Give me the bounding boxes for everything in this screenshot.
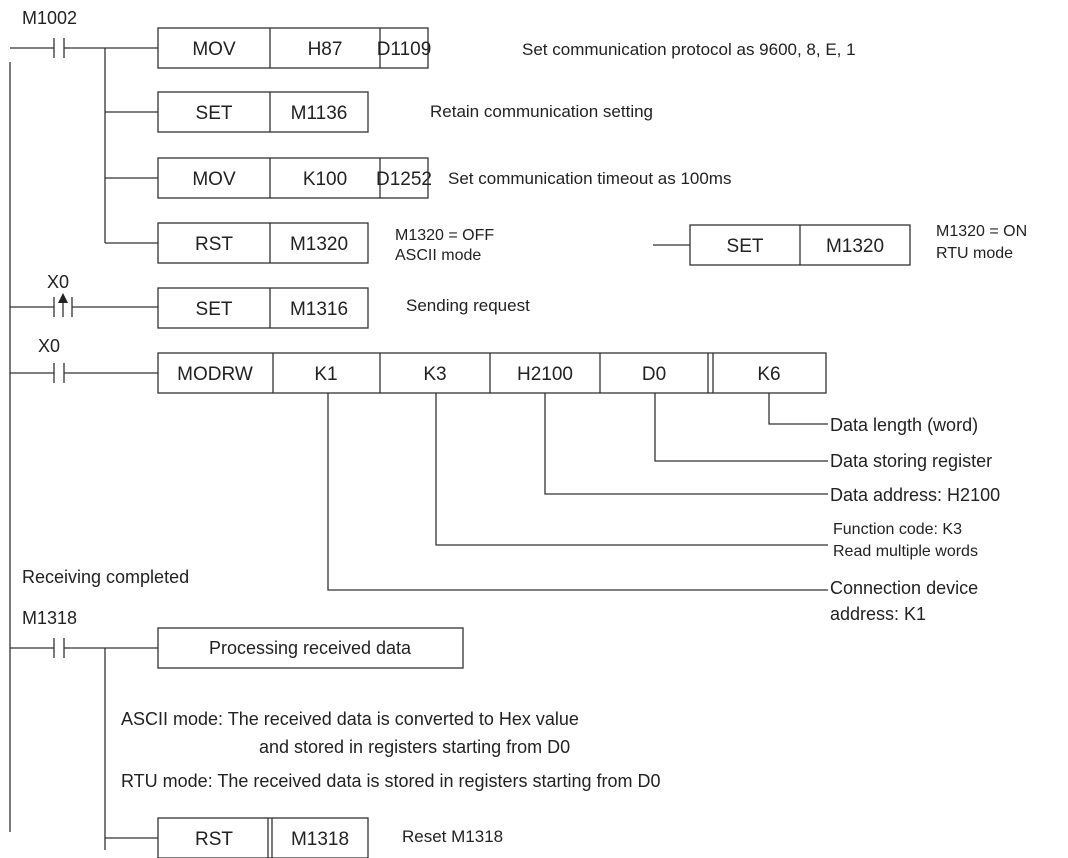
operand-m1318: M1318: [291, 829, 349, 850]
leader-k3: [435, 393, 828, 546]
contact-label-x0-pulse: X0: [47, 272, 69, 292]
operand-m1316: M1316: [290, 299, 348, 320]
op-rst: RST: [195, 829, 233, 850]
desc-data-address: Data address: H2100: [830, 485, 1000, 505]
instruction-set-m1316: SET M1316: [157, 287, 369, 329]
operand-k6: K6: [757, 364, 780, 385]
instruction-mov-k100: MOV K100 D1252: [157, 157, 432, 199]
operand-k100: K100: [303, 169, 347, 190]
processing-received-data-box: Processing received data: [157, 627, 464, 669]
leader-h2100: [544, 393, 828, 495]
rung-m1318: Receiving completed M1318 Processing rec…: [10, 567, 661, 858]
note-protocol: Set communication protocol as 9600, 8, E…: [522, 40, 856, 59]
contact-label-m1002: M1002: [22, 8, 77, 28]
contact-label-x0: X0: [38, 336, 60, 356]
note-rtu-mode-full: RTU mode: The received data is stored in…: [121, 771, 661, 791]
rising-edge-arrow-icon: [58, 293, 68, 303]
note-retain: Retain communication setting: [430, 102, 653, 121]
operand-m1136: M1136: [291, 103, 348, 124]
leader-k6: [768, 393, 828, 425]
operand-k3: K3: [423, 364, 446, 385]
instruction-mov-h87: MOV H87 D1109: [157, 27, 432, 69]
operand-h87: H87: [308, 39, 343, 60]
operand-d1109: D1109: [377, 39, 432, 60]
note-m1320-off: M1320 = OFF: [395, 227, 494, 244]
op-rst: RST: [195, 234, 233, 255]
rung-m1002: M1002 MOV H87 D1109 Set communication pr…: [10, 8, 1027, 266]
note-reset-m1318: Reset M1318: [402, 827, 503, 846]
op-set: SET: [196, 103, 233, 124]
desc-data-length: Data length (word): [830, 415, 978, 435]
desc-read-multiple-words: Read multiple words: [833, 543, 978, 560]
operand-d0: D0: [642, 364, 666, 385]
instruction-modrw: MODRW K1 K3 H2100 D0 K6: [157, 352, 827, 394]
instruction-set-m1320: SET M1320: [689, 224, 911, 266]
desc-connection-device: Connection device: [830, 578, 978, 598]
note-m1320-on: M1320 = ON: [936, 223, 1027, 240]
leader-k1: [327, 393, 828, 591]
op-set: SET: [727, 236, 764, 257]
leader-d0: [654, 393, 828, 462]
desc-connection-address: address: K1: [830, 604, 926, 624]
contact-label-m1318: M1318: [22, 608, 77, 628]
instruction-rst-m1318: RST M1318: [157, 817, 369, 858]
note-rtu-mode: RTU mode: [936, 245, 1013, 262]
note-timeout: Set communication timeout as 100ms: [448, 169, 731, 188]
operand-h2100: H2100: [517, 364, 573, 385]
desc-function-code: Function code: K3: [833, 521, 962, 538]
op-mov: MOV: [192, 39, 236, 60]
label-receiving-completed: Receiving completed: [22, 567, 189, 587]
desc-data-storing-register: Data storing register: [830, 451, 992, 471]
note-ascii-mode-1: ASCII mode: The received data is convert…: [121, 709, 579, 729]
instruction-set-m1136: SET M1136: [157, 91, 369, 133]
rung-x0-modrw: X0 MODRW K1 K3 H2100 D0 K6 Data length (…: [10, 336, 1000, 624]
note-ascii-mode-2: and stored in registers starting from D0: [259, 737, 570, 757]
operand-m1320: M1320: [826, 236, 884, 257]
op-modrw: MODRW: [177, 364, 253, 385]
instruction-rst-m1320: RST M1320: [157, 222, 369, 264]
operand-d1252: D1252: [376, 169, 432, 190]
op-set: SET: [196, 299, 233, 320]
processing-label: Processing received data: [209, 638, 412, 658]
operand-k1: K1: [314, 364, 337, 385]
operand-m1320: M1320: [290, 234, 348, 255]
note-ascii-mode: ASCII mode: [395, 247, 481, 264]
op-mov: MOV: [192, 169, 236, 190]
rung-x0-pulse: X0 SET M1316 Sending request: [10, 272, 530, 329]
note-sending-request: Sending request: [406, 296, 530, 315]
